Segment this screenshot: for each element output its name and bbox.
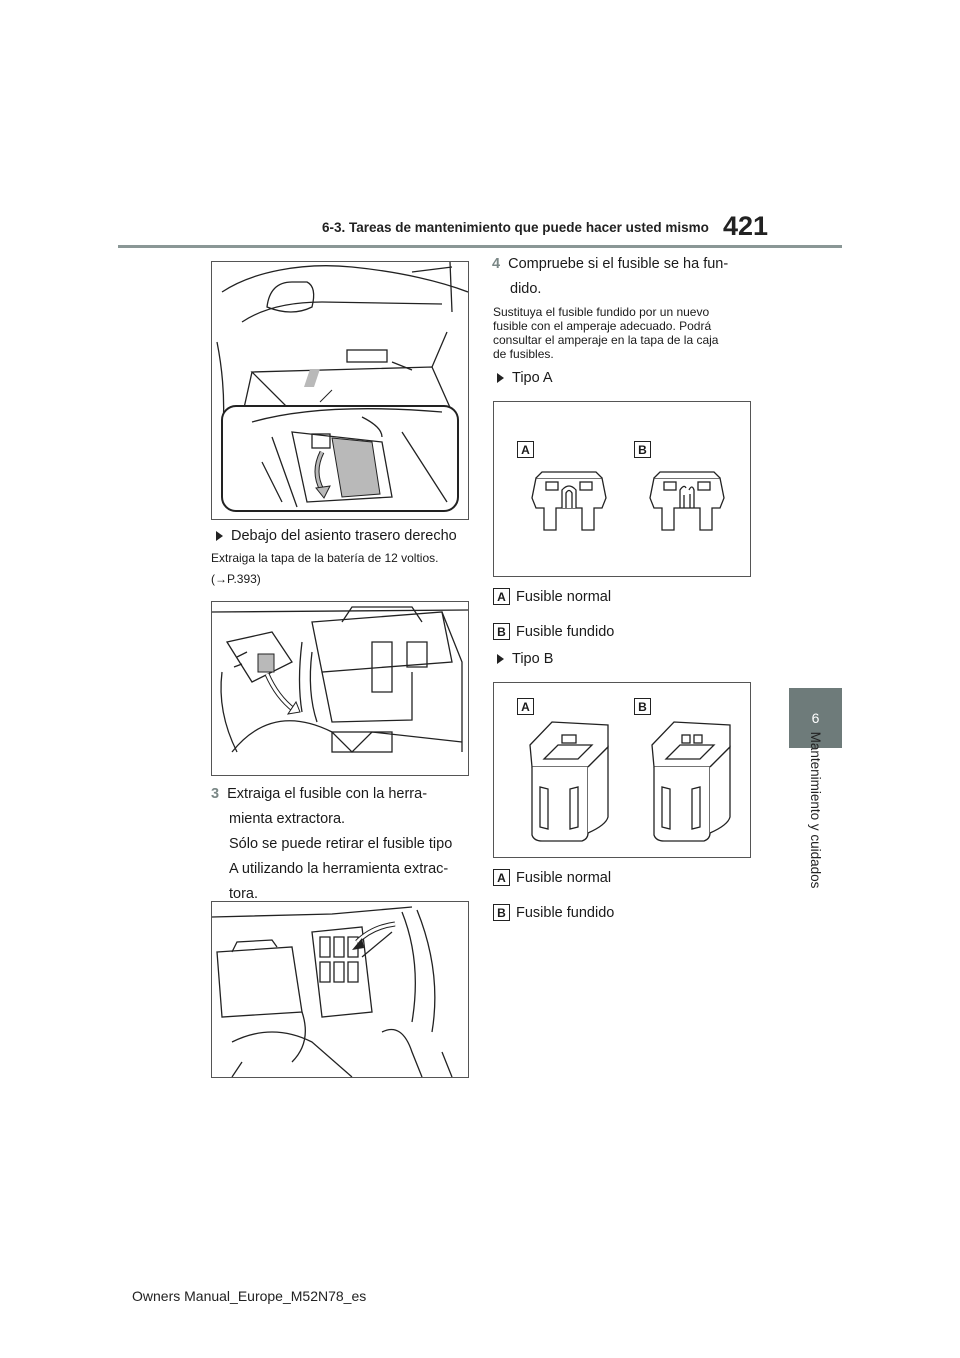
chapter-title: Mantenimiento y cuidados [808,731,823,889]
type-a-figure-label-a: A [517,441,534,458]
bullet-type-a: Tipo A [497,370,553,386]
type-a-title: Tipo A [512,370,553,386]
step-4-number: 4 [492,256,501,272]
step-3-line-1: 3 Extraiga el fusible con la herra- [211,782,481,807]
page-number: 421 [723,211,769,241]
legend-b-text: Fusible fundido [516,623,615,640]
step-3-line-5: tora. [229,886,259,902]
note-battery: Extraiga la tapa de la batería de 12 vol… [211,551,439,565]
step-3-line-4: A utilizando la herramienta extrac- [229,861,449,877]
type-b-figure-label-b: B [634,698,651,715]
step-3-number: 3 [211,786,220,802]
note-replace-line-4: de fusibles. [493,347,554,361]
type-b-legend-b: B Fusible fundido [493,904,614,921]
step-4-line-2: dido. [510,281,542,297]
figure-type-a-fuses: A B [493,401,751,577]
note-replace: Sustituya el fusible fundido por un nuev… [493,305,743,361]
type-a-legend-a: A Fusible normal [493,588,611,605]
fuse-b-blown-icon [651,721,731,842]
bullet-triangle-icon [216,531,223,541]
bullet-type-b: Tipo B [497,651,553,667]
legend-b-text: Fusible fundido [516,904,615,921]
chapter-number: 6 [811,710,820,726]
note-replace-line-3: consultar el amperaje en la tapa de la c… [493,333,719,347]
legend-a-text: Fusible normal [516,869,612,886]
legend-label-a: A [493,588,510,605]
section-title: 6-3. Tareas de mantenimiento que puede h… [322,220,709,235]
legend-label-b: B [493,623,510,640]
type-b-title: Tipo B [512,651,554,667]
fuse-extraction-illustration [212,906,453,1077]
bullet-rear-seat: Debajo del asiento trasero derecho [216,528,457,544]
rear-seat-illustration [212,606,468,753]
fuse-b-normal-icon [529,721,609,842]
fuse-a-blown-icon [649,471,725,531]
step-4-line-1: 4 Compruebe si el fusible se ha fun- [492,252,752,277]
figure-rear-seat [211,601,469,776]
bullet-triangle-icon [497,654,504,664]
step-3-line-3: Sólo se puede retirar el fusible tipo [229,836,453,852]
step-4-text-1: Compruebe si el fusible se ha fun- [508,256,729,272]
cover-removal-illustration [216,262,468,512]
note-replace-line-2: fusible con el amperaje adecuado. Podrá [493,319,712,333]
footer-text: Owners Manual_Europe_M52N78_es [132,1288,367,1304]
note-replace-line-1: Sustituya el fusible fundido por un nuev… [493,305,710,319]
page-reference[interactable]: (→P.393) [211,572,261,586]
figure-cover-removal [211,261,469,520]
type-b-figure-label-a: A [517,698,534,715]
legend-label-b: B [493,904,510,921]
fuse-a-normal-icon [531,471,607,531]
type-b-legend-a: A Fusible normal [493,869,611,886]
legend-a-text: Fusible normal [516,588,612,605]
type-a-legend-b: B Fusible fundido [493,623,614,640]
step-3: 3 Extraiga el fusible con la herra- mien… [211,782,481,907]
bullet-rear-seat-text: Debajo del asiento trasero derecho [231,528,457,544]
bullet-triangle-icon [497,373,504,383]
step-3-line-2: mienta extractora. [229,811,346,827]
header-rule [118,245,842,248]
legend-label-a: A [493,869,510,886]
step-3-text-1: Extraiga el fusible con la herra- [227,786,428,802]
chapter-tab[interactable]: 6 [789,688,842,748]
step-4: 4 Compruebe si el fusible se ha fun- did… [492,252,752,302]
figure-fuse-extraction [211,901,469,1078]
type-a-figure-label-b: B [634,441,651,458]
figure-type-b-fuses: A B [493,682,751,858]
